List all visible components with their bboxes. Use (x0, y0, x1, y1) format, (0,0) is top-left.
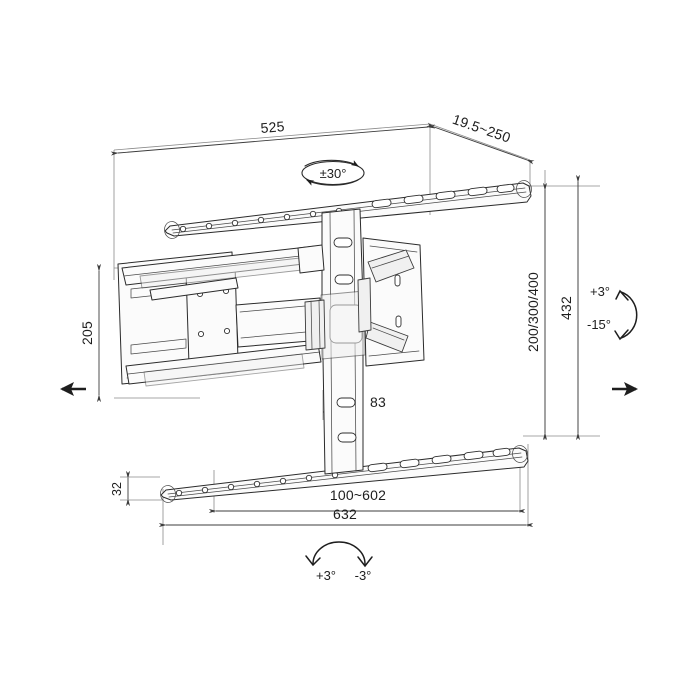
bottom-mounting-rail (160, 445, 529, 503)
top-rail-slots (371, 183, 515, 209)
tilt-rotation-icon: +3° -15° (587, 284, 638, 341)
dimension-label-top-width: 525 (260, 118, 285, 136)
dimension-right-extension: 200/300/400 (525, 182, 548, 441)
swivel-angle-label: ±30° (320, 166, 347, 181)
right-arrow-icon (612, 382, 638, 396)
left-arrow-icon (60, 382, 86, 396)
dimension-label-bottom-adjust-range: 100~602 (330, 487, 386, 503)
upper-articulating-arm (121, 244, 325, 301)
roll-rotation-icon: +3° -3° (305, 541, 373, 583)
tilt-down-angle-label: -15° (587, 317, 611, 332)
pivot-joint (304, 299, 326, 351)
tilt-up-angle-label: +3° (590, 284, 610, 299)
dimension-bottom-adjust-range: 100~602 (208, 487, 526, 514)
top-mounting-rail (164, 180, 532, 239)
roll-left-angle-label: +3° (316, 568, 336, 583)
dimension-label-right-extension: 200/300/400 (525, 272, 541, 352)
dimension-bottom-rail-height: 32 (110, 470, 131, 507)
vertical-extension-post (320, 208, 366, 475)
dimension-top-width: 525 (110, 118, 436, 156)
dimension-label-left-height: 205 (79, 321, 95, 345)
dimension-label-bottom-total-width: 632 (333, 506, 357, 522)
dimension-left-height: 205 (79, 263, 102, 403)
dimension-label-bottom-rail-height: 32 (110, 482, 124, 496)
lower-articulating-arm (125, 297, 323, 387)
dimension-label-right-height: 432 (558, 296, 574, 320)
roll-right-angle-label: -3° (355, 568, 372, 583)
bottom-rail-slots (367, 447, 511, 473)
dimension-bottom-total-width: 632 (158, 506, 534, 528)
dimension-label-post-width: 83 (370, 394, 386, 410)
swivel-rotation-icon: ±30° (301, 159, 365, 186)
dimension-right-height: 432 (558, 174, 581, 441)
tilt-head-bracket (357, 237, 425, 367)
